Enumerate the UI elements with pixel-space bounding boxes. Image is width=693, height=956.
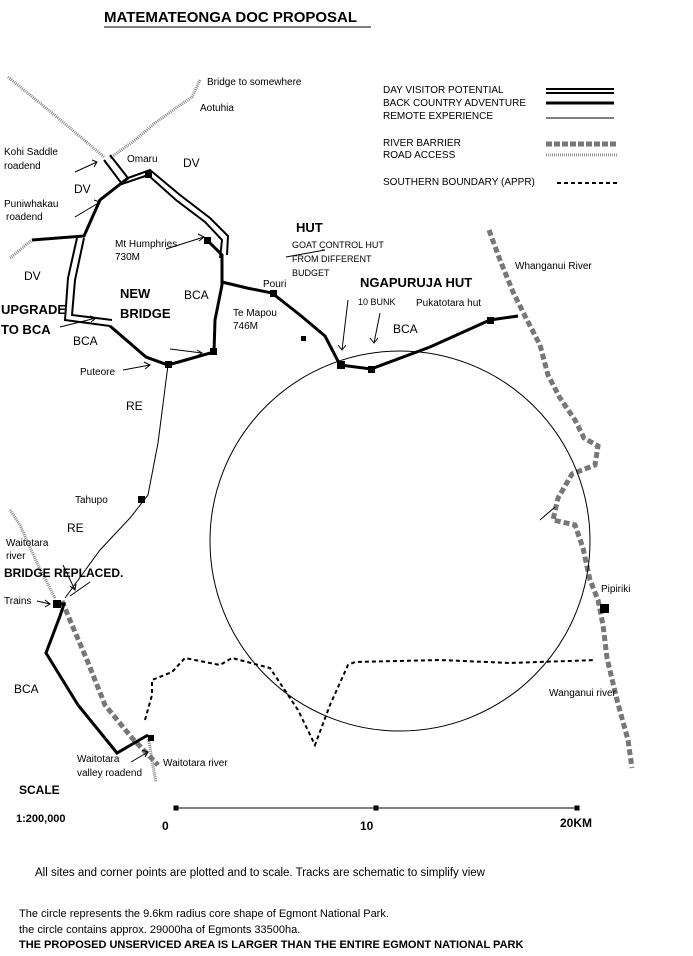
zone-bca-1: BCA: [184, 288, 209, 302]
annotation-ngapuruja-hut: NGAPURUJA HUT: [360, 275, 473, 290]
marker-mt-humphries: [204, 237, 211, 244]
place-puniwhakau-roadend: roadend: [6, 212, 43, 223]
road-aotuhia: [109, 79, 202, 160]
site-markers: [53, 171, 609, 741]
zone-bca-2: BCA: [73, 334, 98, 348]
place-trains: Trains: [4, 596, 32, 607]
place-te-mapou: Te Mapou: [233, 308, 277, 319]
annotation-bridge-replaced: BRIDGE REPLACED.: [4, 566, 124, 580]
legend-day-visitor-label: DAY VISITOR POTENTIAL: [383, 85, 504, 96]
annotation-new-bridge-1: NEW: [120, 286, 151, 301]
place-pouri: Pouri: [263, 279, 287, 290]
note-line-3: the circle contains approx. 29000ha of E…: [19, 924, 301, 936]
legend-road-access-label: ROAD ACCESS: [383, 150, 456, 161]
place-mt-humphries-height: 730M: [115, 252, 141, 263]
scale-tick-10: 10: [360, 819, 374, 833]
place-puniwhakau: Puniwhakau: [4, 199, 59, 210]
scale-tick-0: 0: [162, 819, 169, 833]
zone-dv-1: DV: [183, 156, 200, 170]
back-country-tracks: [31, 176, 519, 755]
zone-re-1: RE: [126, 399, 143, 413]
marker-pukatotara: [487, 317, 494, 324]
remote-experience-track: [64, 364, 169, 599]
annotation-upgrade-2: TO BCA: [1, 322, 51, 337]
scale-ratio: 1:200,000: [16, 813, 66, 825]
annotation-hut: HUT: [296, 220, 323, 235]
annotation-goat-2: FROM DIFFERENT: [292, 254, 372, 264]
place-pipiriki: Pipiriki: [601, 584, 631, 595]
marker-waitotara: [148, 735, 154, 741]
place-waitotara-river-south: Waitotara river: [163, 758, 228, 769]
note-line-1: All sites and corner points are plotted …: [35, 867, 485, 879]
road-access-lines: [7, 75, 202, 783]
place-wanganui-river: Wanganui river: [549, 688, 616, 699]
annotation-goat-3: BUDGET: [292, 268, 330, 278]
place-te-mapou-height: 746M: [233, 321, 259, 332]
legend-symbols: [546, 88, 618, 184]
note-line-2: The circle represents the 9.6km radius c…: [19, 908, 389, 920]
place-puteore: Puteore: [80, 367, 116, 378]
marker-bridge: [210, 348, 217, 355]
marker-tahupo: [138, 496, 145, 503]
scale-tick-20km: 20KM: [560, 816, 593, 830]
annotation-upgrade-1: UPGRADE: [1, 302, 67, 317]
zone-re-2: RE: [67, 521, 84, 535]
place-omaru: Omaru: [127, 154, 158, 165]
marker-pouri: [270, 290, 277, 297]
place-kohi-saddle-roadend: roadend: [4, 161, 41, 172]
road-waitotara: [146, 734, 158, 783]
place-whanganui-river: Whanganui River: [515, 261, 592, 272]
annotation-bunk: 10 BUNK: [358, 297, 396, 307]
annotation-new-bridge-2: BRIDGE: [120, 306, 171, 321]
zone-dv-2: DV: [74, 182, 91, 196]
road-puniwhakau: [9, 238, 33, 260]
place-waitotara-valley: Waitotara: [77, 754, 120, 765]
note-line-4: THE PROPOSED UNSERVICED AREA IS LARGER T…: [19, 939, 524, 951]
legend-southern-boundary-label: SOUTHERN BOUNDARY (APPR): [383, 177, 535, 188]
place-pukatotara-hut: Pukatotara hut: [416, 298, 482, 309]
place-kohi-saddle: Kohi Saddle: [4, 147, 58, 158]
place-bridge-to-somewhere: Bridge to somewhere: [207, 77, 302, 88]
annotation-goat-1: GOAT CONTROL HUT: [292, 240, 384, 250]
zone-bca-4: BCA: [14, 682, 39, 696]
road-trains: [8, 509, 57, 599]
legend-remote-label: REMOTE EXPERIENCE: [383, 111, 494, 122]
road-kohi-saddle: [7, 75, 105, 159]
zone-dv-3: DV: [24, 269, 41, 283]
annotation-arrows: [36, 159, 556, 763]
place-aotuhia: Aotuhia: [200, 103, 234, 114]
whanganui-river-line: [486, 229, 635, 769]
place-waitotara-river: Waitotara: [6, 538, 49, 549]
place-tahupo: Tahupo: [75, 495, 108, 506]
place-waitotara-valley-roadend: valley roadend: [77, 768, 143, 779]
southern-boundary-line: [144, 656, 596, 748]
marker-omaru: [145, 171, 152, 178]
scale-label: SCALE: [19, 783, 60, 797]
waitotara-river-line: [59, 600, 160, 767]
river-barrier-lines: [59, 229, 635, 769]
egmont-core-circle: [209, 350, 591, 732]
marker-te-mapou: [301, 336, 306, 341]
zone-bca-3: BCA: [393, 322, 418, 336]
scale-bar: [173, 805, 580, 811]
marker-hut: [337, 361, 345, 369]
page-title: MATEMATEONGA DOC PROPOSAL: [104, 9, 358, 26]
marker-puteore: [165, 361, 172, 368]
legend-back-country-label: BACK COUNTRY ADVENTURE: [383, 98, 526, 109]
marker-pipiriki: [600, 604, 609, 613]
marker-ngapuruja: [368, 366, 375, 373]
place-mt-humphries: Mt Humphries: [115, 239, 178, 250]
place-waitotara-river-2: river: [6, 551, 26, 562]
legend-river-barrier-label: RIVER BARRIER: [383, 138, 461, 149]
marker-trains: [53, 600, 61, 608]
